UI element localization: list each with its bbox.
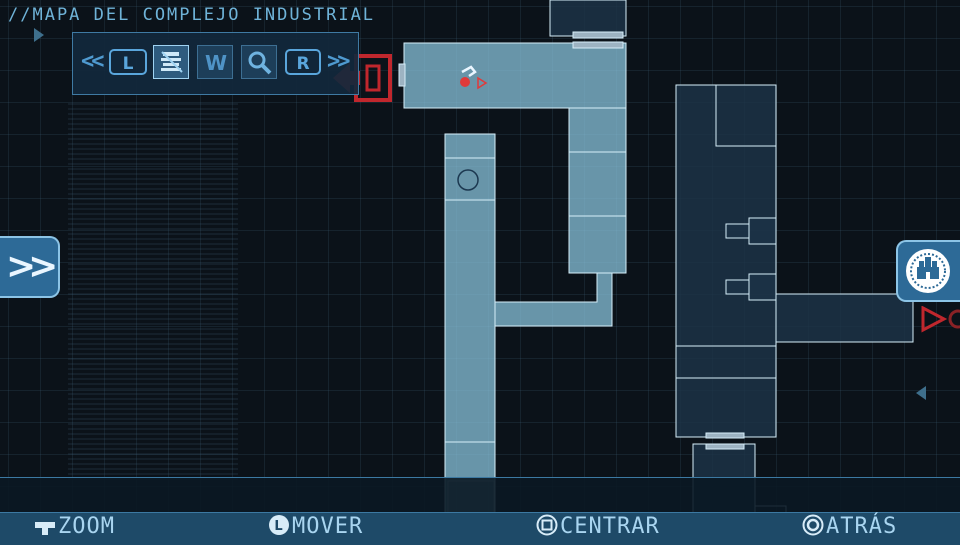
svg-text:L: L [274,519,283,534]
player-position-icon [460,65,488,90]
controls-bar [0,512,960,545]
room-large-dark [675,84,777,438]
room-top-corridor [403,42,627,109]
l-shoulder-button[interactable]: L [109,49,147,75]
background-texture [68,100,238,480]
room-dark-stub-2 [725,279,750,295]
double-chevron-icon: >> [6,246,58,287]
room-dark-notch-1 [748,217,777,245]
magnifier-icon[interactable] [241,45,277,79]
circle-button-icon [802,514,824,536]
door-hatch-top [572,31,624,39]
save-station-icon [457,169,479,191]
room-dark-notch-2 [748,273,777,301]
room-vertical-right [568,107,627,274]
area-emblem-button[interactable] [896,240,960,302]
next-category-icon[interactable]: >> [327,49,350,74]
map-toolbar: << L W R >> [72,32,359,95]
control-zoom[interactable]: ZOOM [34,514,115,539]
control-centrar[interactable]: CENTRAR [536,514,660,539]
w-filter-icon[interactable]: W [197,45,233,79]
control-atras[interactable]: ATRÁS [802,514,897,539]
door-hatch-left [398,63,406,87]
analog-stick-icon: L [269,515,289,535]
control-centrar-label: CENTRAR [560,514,660,539]
square-button-icon [536,514,558,536]
room-top-dark [549,0,627,37]
door-hatch-bottom-2 [705,443,745,450]
corner-arrow-icon [34,28,44,42]
control-mover[interactable]: L MOVER [268,514,363,539]
room-lower-connector [494,272,613,327]
red-exit-arrow-icon [921,306,960,333]
control-atras-label: ATRÁS [826,514,898,539]
door-hatch-top-2 [572,41,624,49]
left-arrow-icon[interactable] [916,386,926,400]
open-side-panel-button[interactable]: >> [0,236,60,298]
room-shaft [444,133,496,544]
room-dark-stub-1 [725,223,750,239]
fortress-emblem-icon [903,246,953,296]
door-hatch-bottom [705,432,745,439]
r-shoulder-button[interactable]: R [285,49,321,75]
dpad-icon [35,515,55,535]
screen-title: //MAPA DEL COMPLEJO INDUSTRIAL [8,5,376,25]
room-dark-corridor [775,293,914,343]
control-mover-label: MOVER [292,514,364,539]
prev-category-icon[interactable]: << [81,49,104,74]
map-mode-icon[interactable] [153,45,189,79]
svg-text:W: W [205,51,227,75]
control-zoom-label: ZOOM [58,514,115,539]
